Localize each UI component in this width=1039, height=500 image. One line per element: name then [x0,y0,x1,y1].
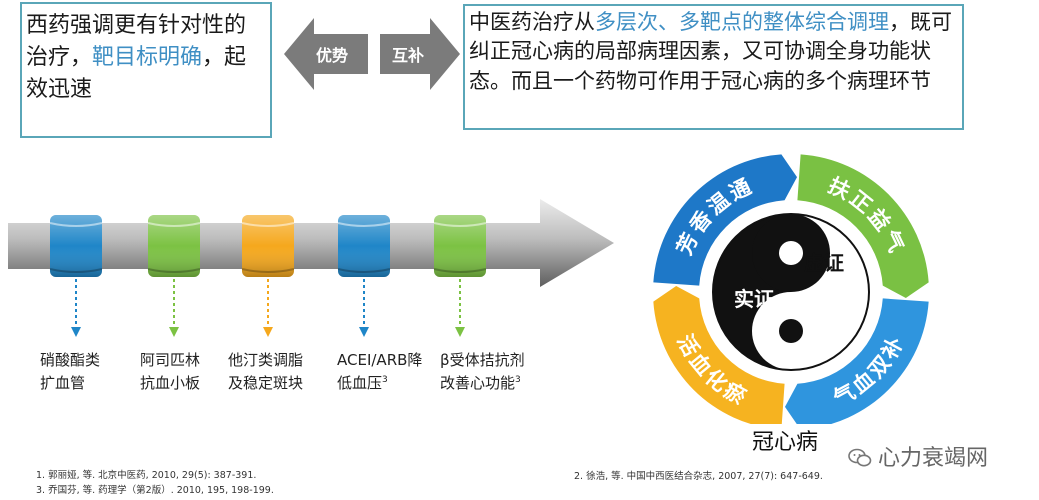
drug-label-beta-blocker: β受体拮抗剂 改善心功能3 [440,349,525,394]
drug-acei-line1: ACEI/ARB降 [337,351,423,369]
tcm-highlight: 多层次、多靶点的整体综合调理 [595,10,889,34]
drug-acei-line2-text: 低血压 [337,373,383,392]
drug-statins-line1: 他汀类调脂 [228,351,304,369]
reference-3: 3. 乔国芬, 等. 药理学（第2版）. 2010, 195, 198-199. [36,485,274,496]
drug-cylinder-aspirin [147,215,201,277]
deficiency-label: 虚证 [804,251,844,275]
pointer-arrow-nitrates [71,279,81,337]
drug-pipeline [8,199,614,337]
cycle-segment-strengthen-qi [797,154,929,299]
complement-label: 互补 [392,46,425,65]
excess-label: 实证 [734,287,774,311]
right-arrow-shape [380,18,460,90]
watermark: 心力衰竭网 [848,440,988,472]
drug-statins-line2: 及稳定斑块 [228,373,304,392]
left-arrow-shape [284,18,368,90]
reference-2: 2. 徐浩, 等. 中国中西医结合杂志, 2007, 27(7): 647-64… [574,471,823,482]
drug-beta-line1: β受体拮抗剂 [440,351,525,369]
drug-beta-line2-text: 改善心功能 [440,373,516,392]
drug-nitrates-line1: 硝酸酯类 [40,351,101,369]
watermark-text: 心力衰竭网 [878,446,989,471]
drug-aspirin-line2: 抗血小板 [140,373,201,392]
pointer-arrow-acei [359,279,369,337]
reference-1: 1. 郭丽娅, 等. 北京中医药, 2010, 29(5): 387-391. [36,470,257,481]
drug-nitrates-line2: 扩血管 [40,373,86,392]
tcm-cycle-diagram: 芳香温通扶正益气气血双补活血化瘀 虚证 实证 [653,154,929,424]
cycle-segment-aromatic-warming [653,154,798,286]
wechat-icon [848,448,872,467]
drug-cylinder-statins [241,215,295,277]
drug-cylinder-nitrates [49,215,103,277]
drug-beta-line2: 改善心功能3 [440,372,525,395]
western-text-before: 西药强调更有针对性的治疗， [26,13,247,70]
western-medicine-box: 西药强调更有针对性的治疗，靶目标明确，起效迅速 [20,2,272,138]
pointer-arrow-statins [263,279,273,337]
advantage-label: 优势 [316,46,349,65]
pointer-arrow-beta-blocker [455,279,465,337]
drug-label-aspirin: 阿司匹林 抗血小板 [140,349,200,394]
drug-cylinders [49,215,487,277]
pointer-arrow-aspirin [169,279,179,337]
yin-yang-icon [712,213,870,371]
cycle-segment-blood-stasis [653,285,785,424]
drug-pointers [71,279,465,337]
complement-arrows [284,18,460,90]
drug-acei-ref: 3 [382,374,388,385]
drug-aspirin-line1: 阿司匹林 [140,351,201,369]
tcm-text-before: 中医药治疗从 [469,10,595,34]
drug-beta-ref: 3 [515,374,521,385]
drug-label-acei: ACEI/ARB降 低血压3 [337,349,422,394]
drug-label-statins: 他汀类调脂 及稳定斑块 [228,349,303,394]
cycle-segment-qi-blood-tonify [784,298,929,424]
tcm-text-after: ，既可纠正冠心病的局部病理因素，又可协调全身功能状态。而且一个药物可作用于冠心病… [469,10,952,93]
western-text-after: ，起效迅速 [26,44,247,102]
cycle-ring: 芳香温通扶正益气气血双补活血化瘀 [653,154,929,424]
western-highlight: 靶目标明确 [92,44,203,70]
drug-acei-line2: 低血压3 [337,372,422,395]
drug-label-nitrates: 硝酸酯类 扩血管 [40,349,100,394]
tcm-box: 中医药治疗从多层次、多靶点的整体综合调理，既可纠正冠心病的局部病理因素，又可协调… [463,4,964,130]
drug-cylinder-acei [337,215,391,277]
disease-label: 冠心病 [752,430,819,455]
drug-cylinder-beta-blocker [433,215,487,277]
